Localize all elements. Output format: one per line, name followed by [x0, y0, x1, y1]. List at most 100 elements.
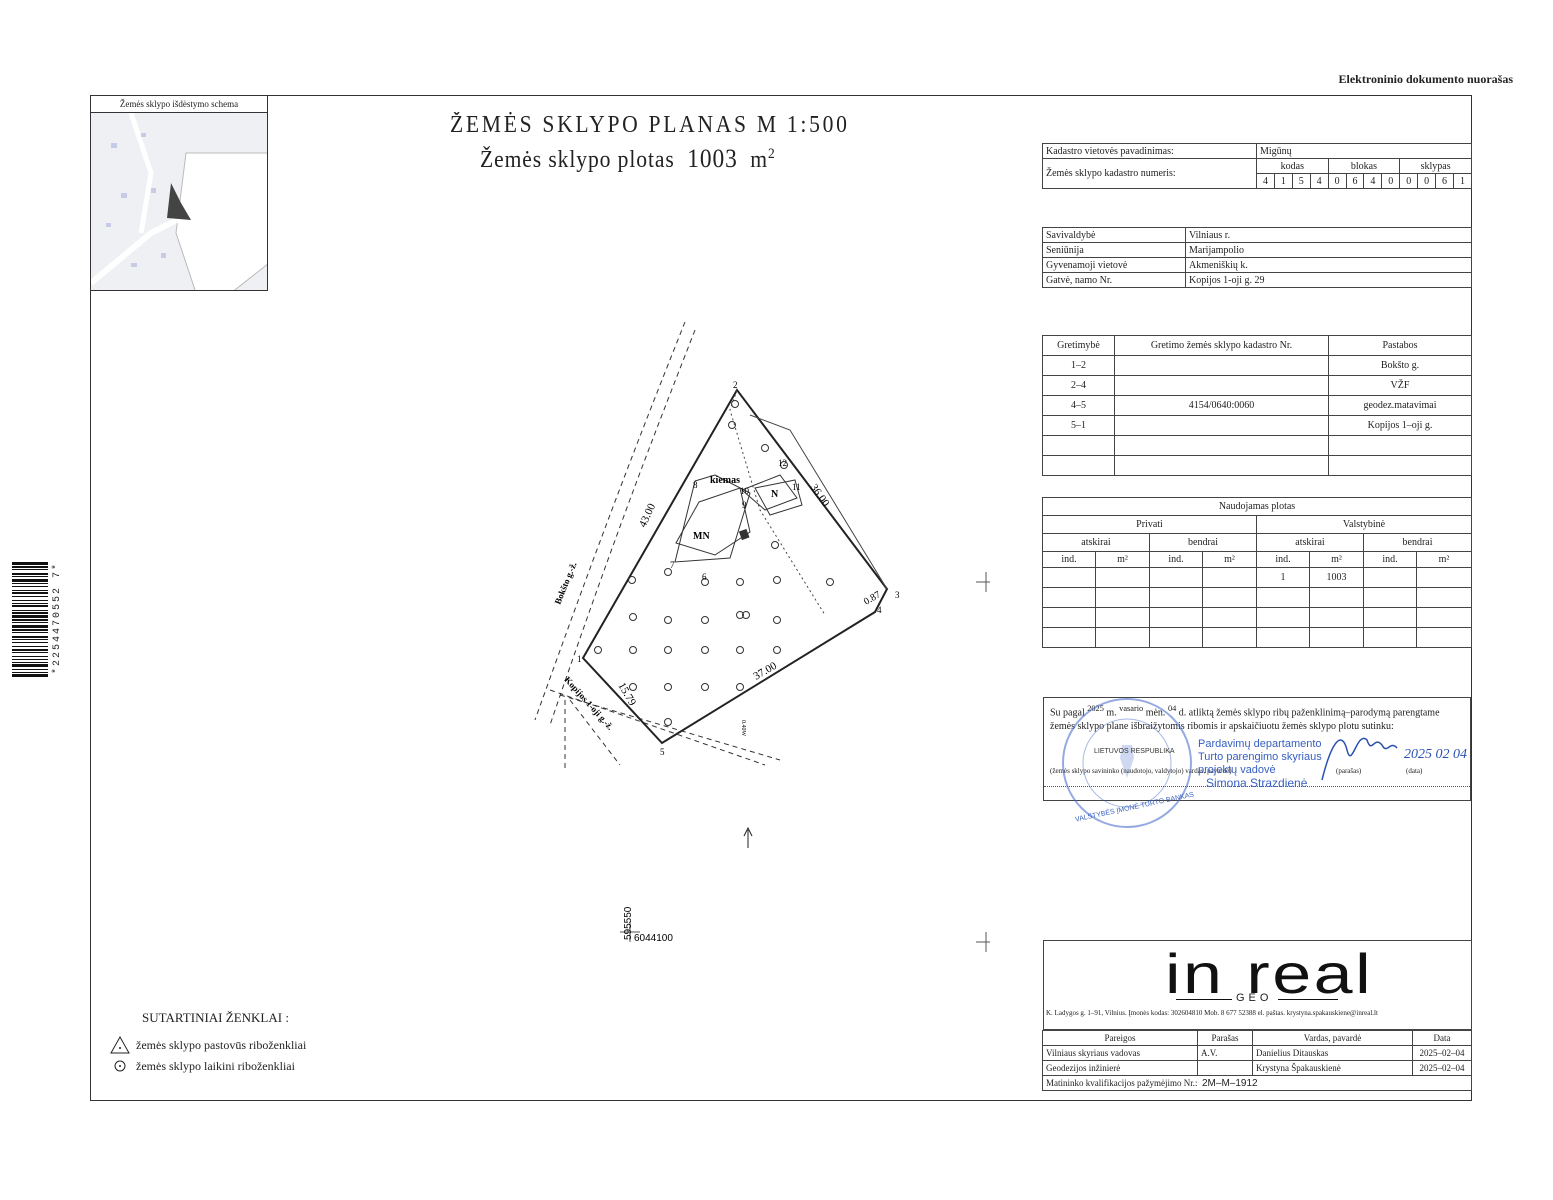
elevation-label: 0.40W — [740, 720, 746, 737]
stamp-line: Pardavimų departamento — [1198, 738, 1322, 750]
temporary-marker — [701, 683, 709, 691]
temporary-marker — [780, 461, 788, 469]
neighbor-note: VŽF — [1328, 375, 1472, 396]
neighbors-header: Pastabos — [1328, 335, 1472, 356]
usage-title: Naudojamas plotas — [1042, 497, 1472, 516]
temporary-marker — [629, 646, 637, 654]
temporary-marker — [728, 421, 736, 429]
boundary-point-label: 2 — [733, 380, 738, 390]
signatures-header: Pareigos — [1042, 1030, 1198, 1046]
circle-marker-icon — [114, 1060, 126, 1072]
cadastre-digit: 4 — [1363, 173, 1383, 189]
boundary-point-label: 7 — [670, 560, 675, 570]
signature-sign — [1197, 1060, 1253, 1076]
neighbor-cadastre — [1114, 415, 1329, 436]
neighbor-note: Kopijos 1–oji g. — [1328, 415, 1472, 436]
cadastre-place-value: Migūnų — [1256, 143, 1472, 159]
boundary-point-label: 3 — [895, 590, 900, 600]
neighbor-cadastre — [1114, 355, 1329, 376]
yard-label: kiemas — [710, 475, 740, 486]
logo-rule — [1278, 999, 1338, 1000]
neighbors-header: Gretimo žemės sklypo kadastro Nr. — [1114, 335, 1329, 356]
boundary-point-label: 4 — [877, 605, 882, 615]
side-2-3-label: 36.00 — [808, 482, 832, 510]
temporary-marker — [629, 683, 637, 691]
kodas-header: kodas — [1256, 158, 1329, 174]
legend: SUTARTINIAI ŽENKLAI : žemės sklypo pasto… — [110, 1010, 306, 1074]
boundary-point-label: 1 — [577, 654, 582, 664]
legend-item-label: žemės sklypo laikini riboženkliai — [136, 1058, 295, 1073]
location-schema: Žemės sklypo išdėstymo schema — [90, 95, 268, 291]
cadastre-number-label: Žemės sklypo kadastro numeris: — [1042, 158, 1257, 189]
temporary-marker — [701, 646, 709, 654]
temporary-marker — [742, 611, 750, 619]
consent-day: 04 — [1167, 704, 1177, 713]
address-label: Gyvenamoji vietovė — [1042, 257, 1186, 273]
neighbors-header: Gretimybė — [1042, 335, 1115, 356]
usage-col-m2: m² — [1309, 551, 1364, 568]
blokas-header: blokas — [1327, 158, 1401, 174]
side-1-2-label: 43.00 — [637, 501, 659, 529]
signature-role: Geodezijos inžinierė — [1042, 1060, 1198, 1076]
cadastre-digit: 0 — [1399, 173, 1419, 189]
schema-map — [91, 112, 267, 290]
usage-col-ind: ind. — [1042, 551, 1096, 568]
legend-title: SUTARTINIAI ŽENKLAI : — [142, 1010, 289, 1025]
stamp-ring-top: LIETUVOS RESPUBLIKA — [1094, 748, 1175, 755]
area-label: Žemės sklypo plotas — [480, 147, 675, 173]
temporary-marker — [761, 444, 769, 452]
company-logo: in real — [1165, 942, 1374, 1005]
barcode-digits: *2254470552 7* — [52, 562, 63, 675]
usage-state: Valstybinė — [1256, 515, 1472, 534]
handwritten-date: 2025 02 04 — [1404, 747, 1467, 762]
stamp-line: Turto parengimo skyriaus — [1198, 751, 1322, 763]
temporary-marker — [771, 541, 779, 549]
boundary-point-label: 8 — [693, 480, 698, 490]
boundary-point-label: 10 — [740, 486, 750, 496]
house-label: MN — [693, 531, 710, 542]
coord-y-label: 595550 — [623, 906, 634, 940]
temporary-marker — [773, 616, 781, 624]
usage-col-m2: m² — [1095, 551, 1150, 568]
cadastre-digit: 5 — [1291, 173, 1311, 189]
street-edge-left — [534, 321, 686, 721]
address-value: Vilniaus r. — [1185, 227, 1472, 243]
stamp-line: Simona Strazdienė — [1206, 776, 1308, 790]
company-address: K. Ladygos g. 1–91, Vilnius. Įmonės koda… — [1046, 1009, 1378, 1017]
usage-state-area: 1003 — [1309, 567, 1364, 588]
company-logo-sub: GEO — [1236, 992, 1273, 1004]
logo-rule — [1176, 999, 1232, 1000]
address-value: Marijampolio — [1185, 242, 1472, 258]
qualification-label: Matininko kvalifikacijos pažymėjimo Nr.: — [1046, 1077, 1198, 1088]
temporary-marker — [629, 613, 637, 621]
temporary-marker — [664, 683, 672, 691]
neighbor-side: 2–4 — [1042, 375, 1115, 396]
temporary-marker — [701, 578, 709, 586]
cadastre-digit: 4 — [1309, 173, 1329, 189]
temporary-marker — [736, 578, 744, 586]
cadastre-digit: 0 — [1417, 173, 1437, 189]
neighbor-side: 4–5 — [1042, 395, 1115, 416]
signature-date: 2025–02–04 — [1412, 1060, 1472, 1076]
outbuilding — [754, 479, 803, 516]
neighbor-side: 5–1 — [1042, 415, 1115, 436]
signatures-table: Pareigos Parašas Vardas, pavardė Data Vi… — [1042, 1030, 1472, 1091]
neighbor-cadastre — [1114, 375, 1329, 396]
cadastre-digit: 0 — [1381, 173, 1401, 189]
signatures-header: Vardas, pavardė — [1252, 1030, 1413, 1046]
usage-col-ind: ind. — [1256, 551, 1310, 568]
temporary-marker — [664, 718, 672, 726]
boundary-point-label: 6 — [702, 572, 707, 582]
usage-state-ind: 1 — [1256, 567, 1310, 588]
company-logo-box — [1043, 940, 1472, 1030]
stamp-signature-block: Pardavimų departamento Turto parengimo s… — [1198, 738, 1322, 790]
address-label: Seniūnija — [1042, 242, 1186, 258]
usage-col-ind: ind. — [1363, 551, 1417, 568]
official-stamp: LIETUVOS RESPUBLIKA VALSTYBĖS ĮMONĖ TURT… — [1062, 698, 1195, 828]
usage-jointly: bendrai — [1363, 533, 1472, 552]
plan-title: ŽEMĖS SKLYPO PLANAS M 1:500 — [450, 112, 850, 138]
signature-sign: A.V. — [1197, 1045, 1253, 1061]
boundary-point-label: 12 — [778, 458, 787, 468]
temporary-marker — [664, 568, 672, 576]
signatures-header: Data — [1412, 1030, 1472, 1046]
